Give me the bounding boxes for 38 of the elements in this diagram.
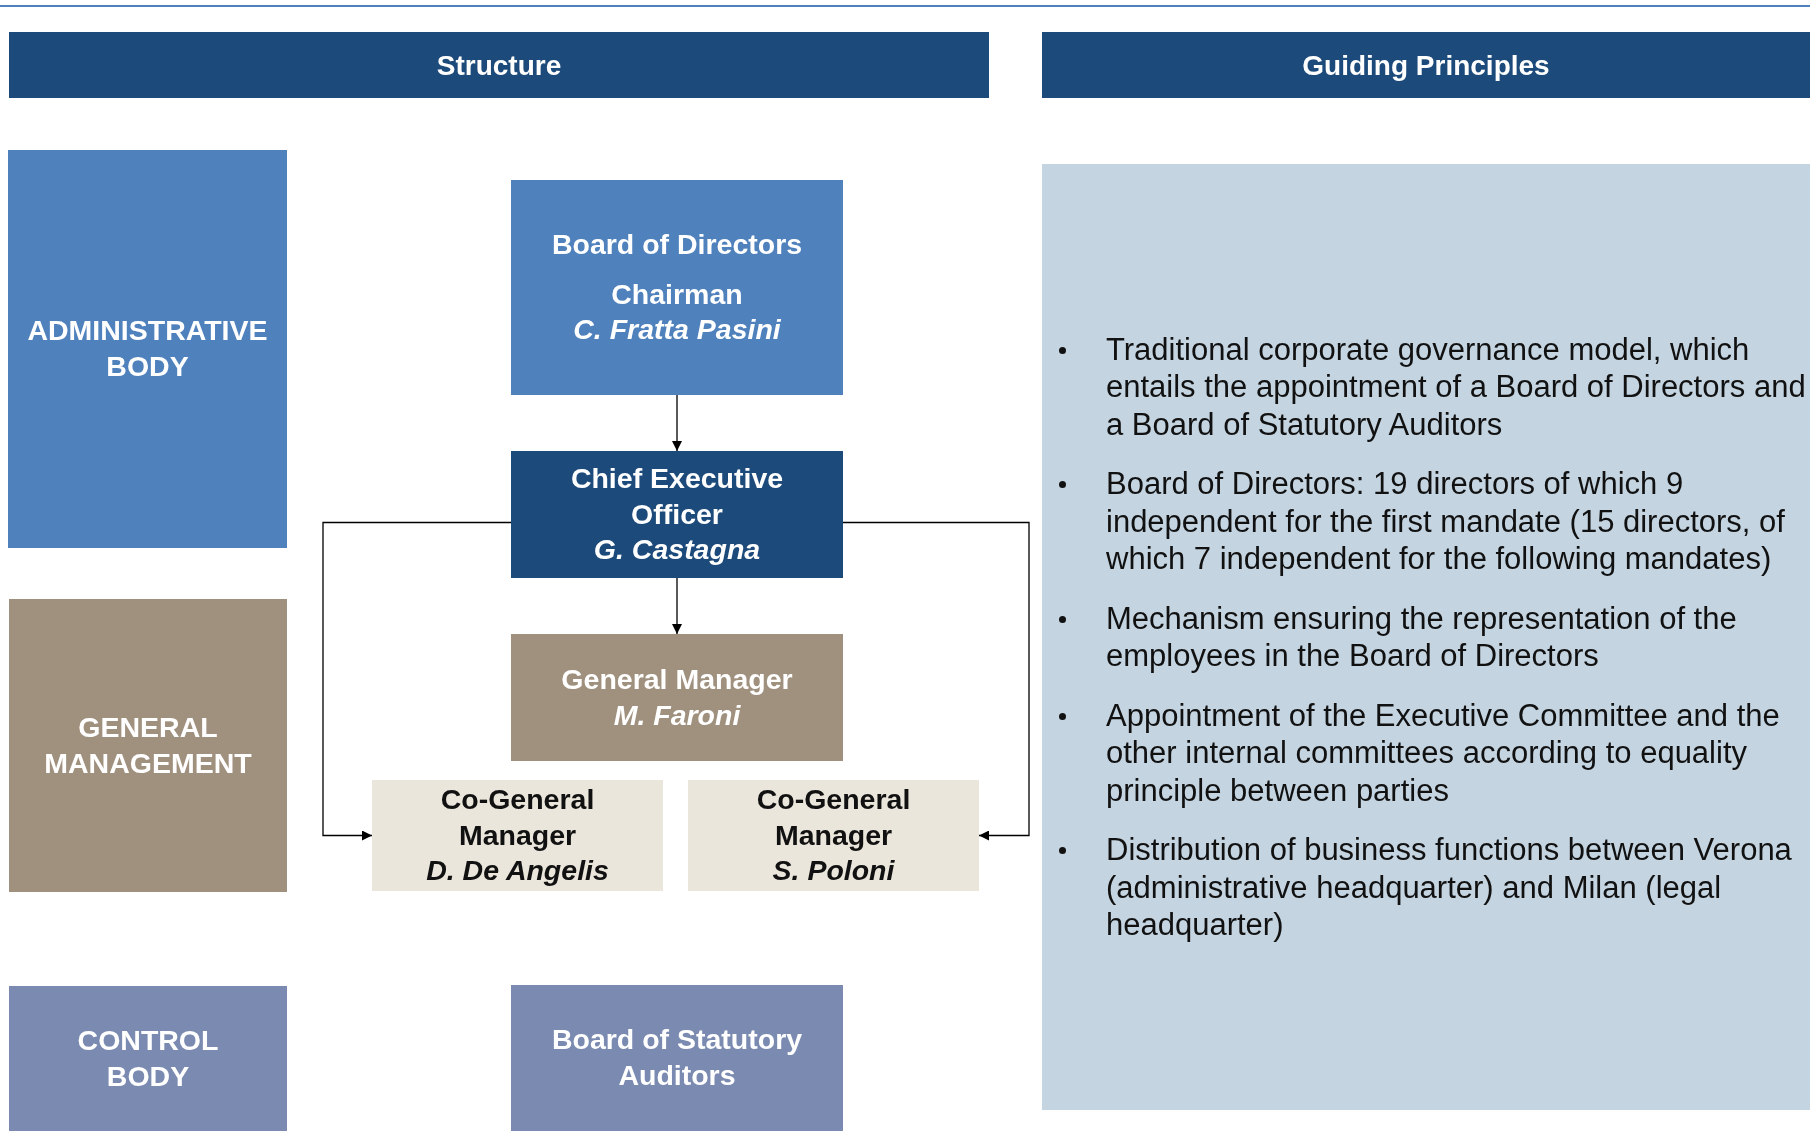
- box-title: CONTROL BODY: [76, 1022, 220, 1094]
- box-title: Structure: [436, 48, 562, 83]
- connector-arrow: [672, 577, 682, 635]
- org-box: [511, 634, 843, 761]
- box-title: Board of Directors: [551, 227, 803, 263]
- box-title: Co-General Manager: [755, 782, 912, 853]
- level-label-box: [9, 599, 287, 892]
- level-label-box: [8, 150, 287, 548]
- org-box: [511, 985, 843, 1131]
- bullet-text: Distribution of business functions between Verona (administrative headquarter) and Milan (legal headquarter): [1106, 831, 1793, 944]
- box-title: Co-General Manager: [439, 782, 596, 853]
- bullet-text: Board of Directors: 19 directors of which 9 independent for the first mandate (15 directors, of which 7 independent for the following mandates): [1106, 465, 1786, 578]
- box-title: Guiding Principles: [1302, 48, 1550, 83]
- person-name: C. Fratta Pasini: [573, 312, 781, 348]
- bullet-text: Traditional corporate governance model, which entails the appointment of a Board of Directors and a Board of Statutory Auditors: [1106, 330, 1807, 443]
- person-name: M. Faroni: [613, 697, 741, 733]
- org-box: [688, 780, 979, 891]
- person-name: D. De Angelis: [426, 853, 609, 889]
- role-label: Chairman: [611, 276, 743, 312]
- box-title: General Manager: [561, 661, 793, 697]
- box-title: GENERAL MANAGEMENT: [44, 709, 252, 781]
- level-label-box: [9, 986, 287, 1131]
- section-header: [1042, 32, 1810, 98]
- person-name: G. Castagna: [593, 532, 761, 568]
- connector-arrow: [842, 521, 1030, 841]
- bullet-text: Appointment of the Executive Committee and the other internal committees according to equality principle between parties: [1106, 696, 1781, 809]
- box-title: Chief Executive Officer: [569, 461, 785, 532]
- org-box: [511, 451, 843, 578]
- org-box: [511, 180, 843, 395]
- person-name: S. Poloni: [772, 853, 895, 889]
- section-header: [9, 32, 989, 98]
- info-panel: [1042, 164, 1810, 1110]
- box-title: Board of Statutory Auditors: [551, 1022, 803, 1093]
- org-box: [372, 780, 663, 891]
- connector-arrow: [672, 394, 682, 452]
- connector-arrow: [322, 521, 512, 841]
- bullet-text: Mechanism ensuring the representation of the employees in the Board of Directors: [1106, 599, 1738, 675]
- box-title: ADMINISTRATIVE BODY: [26, 313, 269, 384]
